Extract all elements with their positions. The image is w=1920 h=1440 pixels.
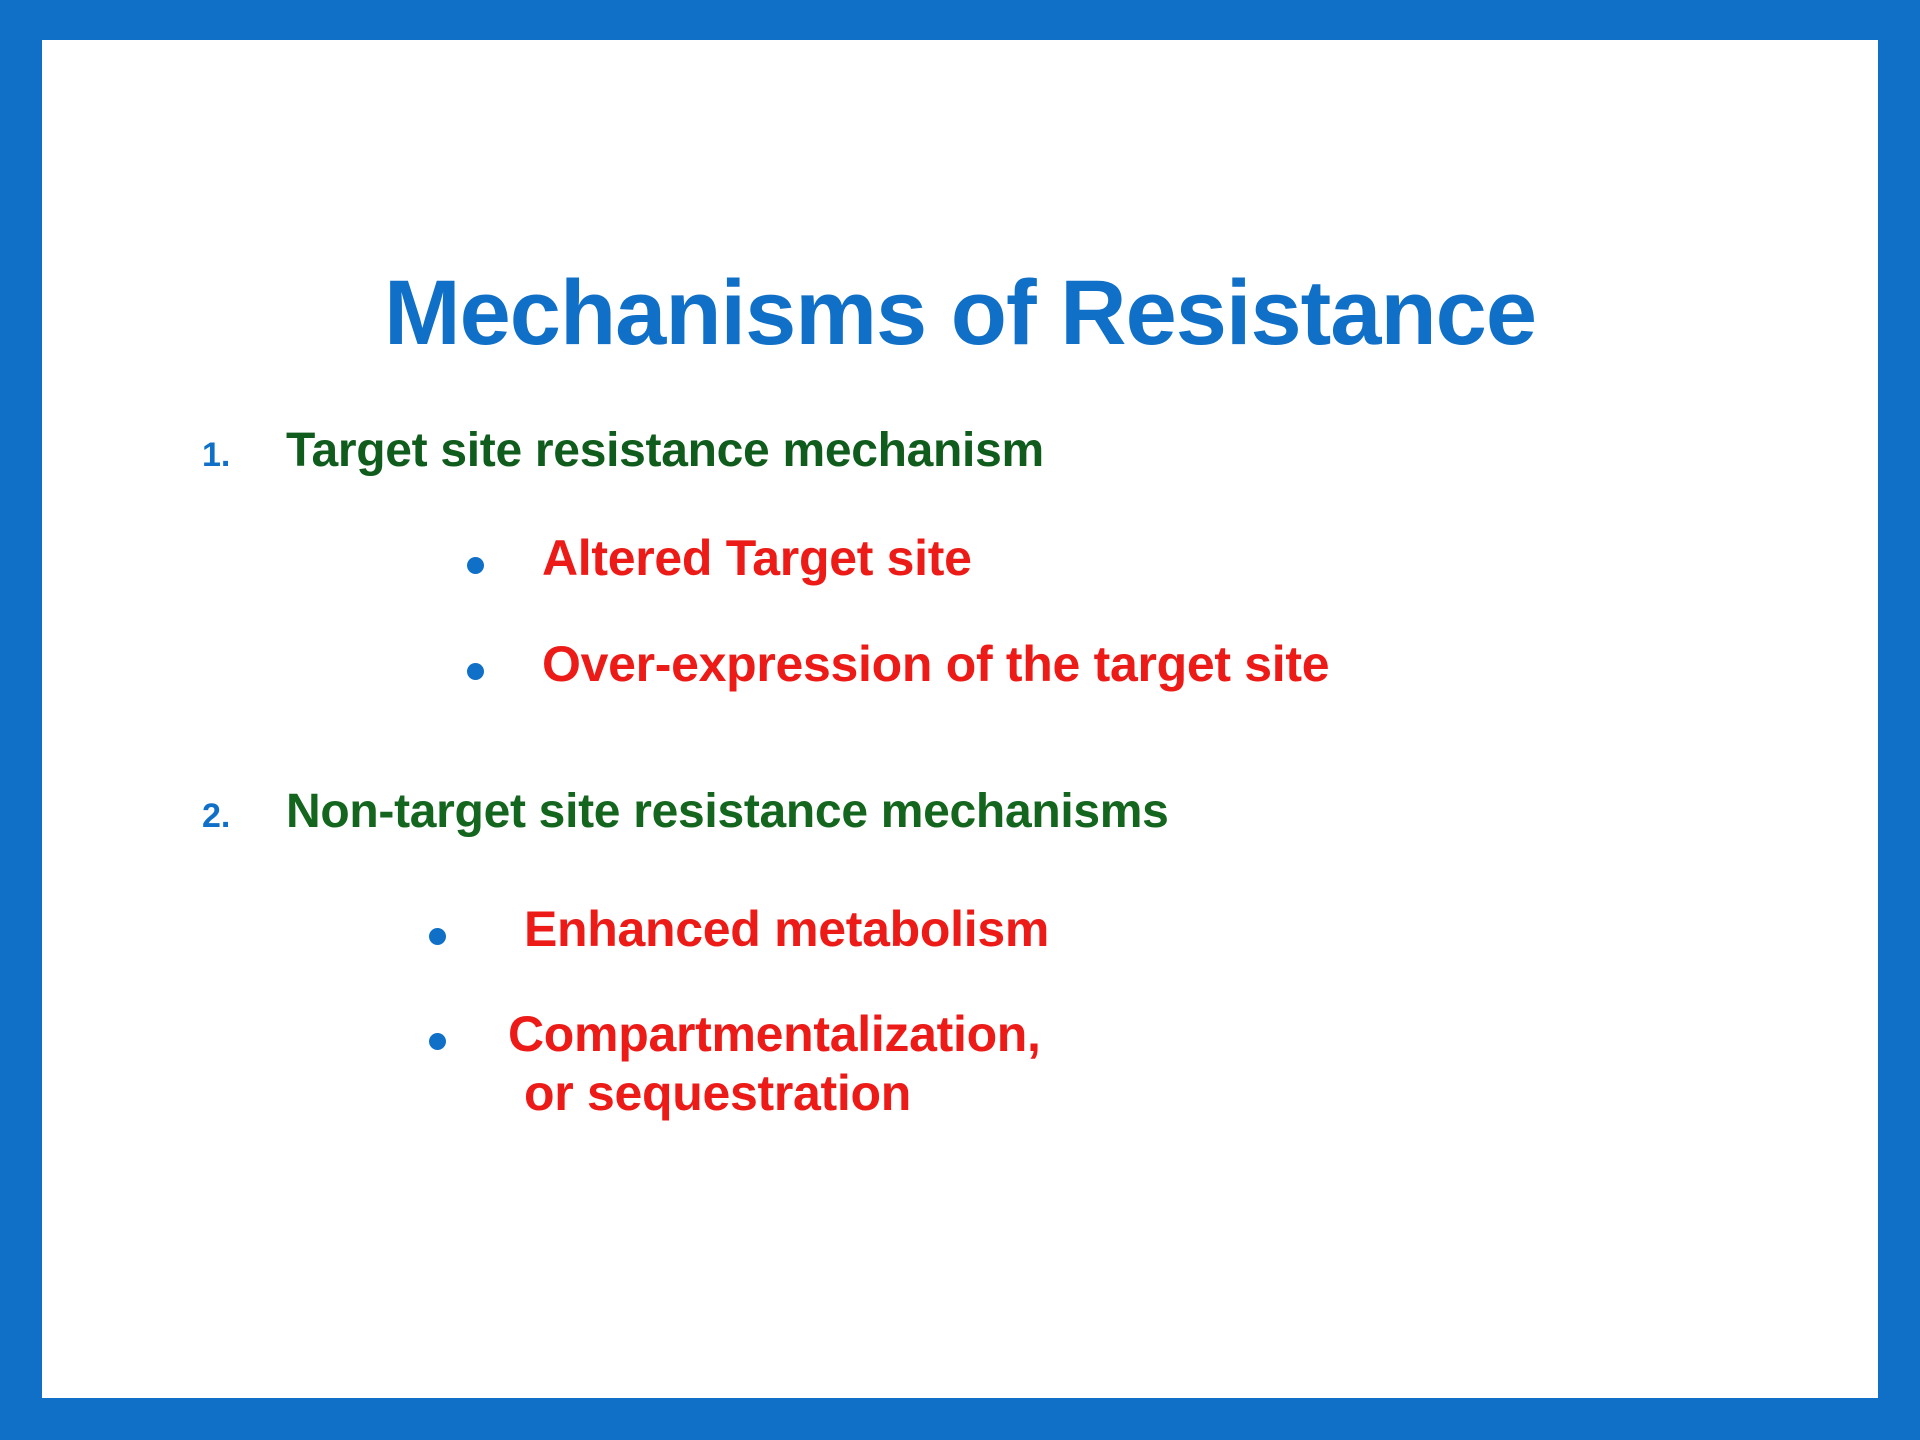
- list-item-label: Altered Target site: [542, 529, 972, 586]
- list-item-label-multiline: Compartmentalization, or sequestration: [508, 1005, 1041, 1123]
- content-list: 1. Target site resistance mechanism Alte…: [42, 425, 1878, 1123]
- title-block: Mechanisms of Resistance: [42, 205, 1878, 420]
- list-item: Compartmentalization, or sequestration: [42, 1005, 1878, 1123]
- list-item-label: Enhanced metabolism: [524, 900, 1049, 957]
- page-title: Mechanisms of Resistance: [383, 261, 1537, 364]
- list-section-2: 2. Non-target site resistance mechanisms…: [42, 784, 1878, 1123]
- bullet-dot-icon: [429, 927, 446, 945]
- section-number-2: 2.: [202, 796, 231, 835]
- section-title-2: Non-target site resistance mechanisms: [286, 784, 1169, 838]
- slide-canvas: Mechanisms of Resistance 1. Target site …: [42, 40, 1878, 1398]
- section-heading-1: 1. Target site resistance mechanism: [42, 425, 1878, 477]
- bullet-dot-icon: [467, 556, 484, 574]
- list-item-label-line2: or sequestration: [524, 1064, 911, 1121]
- bullet-dot-icon: [429, 1032, 446, 1050]
- list-item: Enhanced metabolism: [42, 900, 1878, 959]
- section-number-1: 1.: [202, 436, 231, 474]
- list-section-1: 1. Target site resistance mechanism Alte…: [42, 425, 1878, 694]
- list-item-label: Over-expression of the target site: [542, 635, 1330, 692]
- list-item-label-line1: Compartmentalization,: [508, 1005, 1041, 1062]
- list-item: Over-expression of the target site: [42, 635, 1878, 694]
- bullet-dot-icon: [467, 662, 484, 680]
- list-item: Altered Target site: [42, 529, 1878, 588]
- section-title-1: Target site resistance mechanism: [286, 424, 1044, 477]
- section-heading-2: 2. Non-target site resistance mechanisms: [42, 784, 1878, 838]
